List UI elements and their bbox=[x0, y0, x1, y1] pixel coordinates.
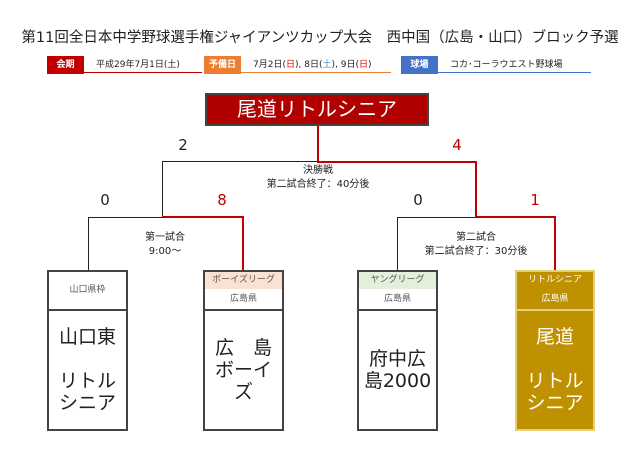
semi2-name: 第二試合 bbox=[456, 232, 496, 243]
team-4-header: リトルシニア 広島県 bbox=[515, 270, 595, 309]
venue-value: コカ･コーラウエスト野球場 bbox=[438, 56, 591, 73]
bracket-line bbox=[317, 161, 477, 163]
bracket-line bbox=[162, 161, 318, 162]
reserve-text: ), 8日( bbox=[294, 60, 323, 70]
reserve-label: 予備日 bbox=[204, 56, 241, 74]
bracket-line bbox=[162, 161, 163, 218]
bracket-line bbox=[162, 216, 244, 218]
team-4-name: 尾道 リトル シニア bbox=[515, 309, 595, 431]
page-title: 第11回全日本中学野球選手権ジャイアンツカップ大会 西中国（広島・山口）ブロック… bbox=[21, 30, 619, 46]
reserve-day: 日 bbox=[285, 60, 295, 70]
team-3-league: ヤングリーグ bbox=[359, 272, 436, 289]
bracket-line bbox=[475, 216, 556, 218]
team-4-pref: 広島県 bbox=[541, 294, 569, 304]
period-label: 会期 bbox=[47, 56, 84, 74]
final-score-right: 4 bbox=[452, 136, 462, 154]
reserve-text: 7月2日( bbox=[253, 60, 286, 70]
semi1-note: 9:00～ bbox=[148, 246, 182, 257]
reserve-text: ) bbox=[367, 60, 372, 70]
team-3-header: ヤングリーグ 広島県 bbox=[357, 270, 438, 309]
bracket-line bbox=[242, 216, 244, 270]
semi1-name: 第一試合 bbox=[145, 232, 185, 243]
bracket-line bbox=[88, 217, 164, 218]
semi2-score-left: 0 bbox=[413, 191, 423, 209]
bracket-line bbox=[397, 217, 398, 270]
final-score-left: 2 bbox=[178, 136, 188, 154]
bracket-line bbox=[397, 217, 477, 218]
team-4-league: リトルシニア bbox=[527, 275, 582, 285]
semi1-score-left: 0 bbox=[100, 191, 110, 209]
bracket-line bbox=[88, 217, 89, 270]
team-2-league: ボーイズリーグ bbox=[205, 272, 282, 289]
team-1-league: 山口県枠 bbox=[47, 270, 128, 309]
team-2-pref: 広島県 bbox=[229, 294, 257, 304]
bracket-line bbox=[475, 161, 477, 218]
venue-label: 球場 bbox=[401, 56, 438, 74]
reserve-day: 土 bbox=[322, 60, 332, 70]
team-3-name: 府中広 島2000 bbox=[357, 309, 438, 431]
semi2-note: 第二試合終了：30分後 bbox=[424, 246, 528, 257]
champion-box: 尾道リトルシニア bbox=[205, 93, 429, 126]
reserve-day: 日 bbox=[358, 60, 368, 70]
team-3-pref: 広島県 bbox=[383, 294, 411, 304]
semi1-score-right: 8 bbox=[217, 191, 227, 209]
team-2-header: ボーイズリーグ 広島県 bbox=[203, 270, 284, 309]
team-2-name: 広 島 ボーイ ズ bbox=[203, 309, 284, 431]
final-note: 第二試合終了：40分後 bbox=[266, 179, 370, 190]
final-name: 決勝戦 bbox=[303, 165, 333, 176]
semi2-score-right: 1 bbox=[530, 191, 540, 209]
period-value: 平成29年7月1日(土) bbox=[84, 56, 202, 73]
bracket-line bbox=[554, 216, 556, 270]
bracket-line bbox=[317, 126, 319, 163]
reserve-value: 7月2日(日), 8日(土), 9日(日) bbox=[241, 56, 391, 73]
team-1-name: 山口東 リトル シニア bbox=[47, 309, 128, 431]
reserve-text: ), 9日( bbox=[331, 60, 359, 70]
